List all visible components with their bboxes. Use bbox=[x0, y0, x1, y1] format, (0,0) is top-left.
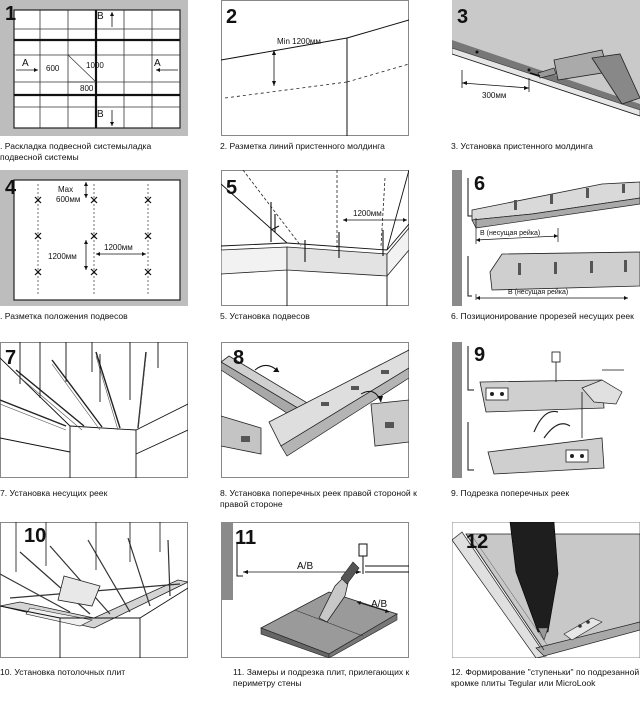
panel-12: 12 bbox=[452, 522, 640, 658]
step-number: 3 bbox=[457, 6, 469, 28]
caption-11: 11. Замеры и подрезка плит, прилегающих … bbox=[233, 667, 410, 688]
caption-1: . Раскладка подвесной системыладка подве… bbox=[0, 141, 152, 162]
step-number: 10 bbox=[24, 525, 47, 547]
step-number: 1 bbox=[5, 3, 17, 25]
step-number: 11 bbox=[235, 527, 257, 549]
ceiling-tile-installation-drawing bbox=[0, 522, 188, 658]
caption-9: 9. Подрезка поперечных реек bbox=[451, 488, 570, 498]
hanger-installation-drawing bbox=[221, 170, 409, 306]
step-number: 4 bbox=[5, 177, 17, 199]
step-number: 9 bbox=[474, 344, 486, 366]
tegular-edge-step-forming-drawing bbox=[452, 522, 640, 658]
label-max: Max bbox=[58, 185, 74, 194]
step-number: 5 bbox=[226, 177, 238, 199]
panel-5: 5 1200мм bbox=[221, 170, 409, 306]
caption-5: 5. Установка подвесов bbox=[220, 311, 310, 321]
cross-tee-trimming-drawing bbox=[452, 342, 640, 478]
panel-1: 1 A A B B 600 1000 800 bbox=[0, 0, 188, 136]
label-300: 300мм bbox=[482, 91, 507, 100]
label-1000: 1000 bbox=[86, 61, 104, 70]
wall-molding-line-marking-drawing bbox=[221, 0, 409, 136]
label-b-main-runner-1: В (несущая рейка) bbox=[480, 230, 541, 237]
label-1200: 1200мм bbox=[353, 209, 382, 218]
panel-2: 2 Min 1200мм bbox=[221, 0, 409, 136]
label-b-bottom: B bbox=[97, 109, 104, 120]
label-ab-1: A/B bbox=[297, 561, 314, 572]
caption-3: 3. Установка пристенного молдинга bbox=[451, 141, 593, 151]
main-runner-installation-drawing bbox=[0, 342, 188, 478]
panel-6: 6 В (несущая рейка) В (несущая рейка) bbox=[452, 170, 640, 306]
hanger-position-marking-drawing bbox=[0, 170, 188, 306]
cross-tee-installation-drawing bbox=[221, 342, 409, 478]
step-number: 2 bbox=[226, 6, 238, 28]
step-number: 7 bbox=[5, 347, 17, 369]
caption-12: 12. Формирование "ступеньки" по подрезан… bbox=[451, 667, 640, 688]
label-600: 600 bbox=[46, 64, 60, 73]
label-max-600: 600мм bbox=[56, 195, 81, 204]
panel-7: 7 bbox=[0, 342, 188, 478]
panel-9: 9 bbox=[452, 342, 640, 478]
caption-10: 10. Установка потолочных плит bbox=[0, 667, 126, 677]
label-a-left: A bbox=[22, 58, 29, 69]
panel-3: 3 300мм bbox=[452, 0, 640, 136]
panel-8: 8 bbox=[221, 342, 409, 478]
label-800: 800 bbox=[80, 84, 94, 93]
label-b-main-runner-2: В (несущая рейка) bbox=[508, 289, 569, 296]
panel-4: 4 Max 600мм 1200мм 1200мм bbox=[0, 170, 188, 306]
ceiling-grid-layout-drawing bbox=[0, 0, 188, 136]
label-a-right: A bbox=[154, 58, 161, 69]
label-h1200: 1200мм bbox=[104, 243, 133, 252]
panel-11: 11 A/B A/B bbox=[221, 522, 409, 658]
step-number: 12 bbox=[466, 531, 489, 553]
wall-molding-installation-drawing bbox=[452, 0, 640, 136]
caption-2: 2. Разметка линий пристенного молдинга bbox=[220, 141, 385, 151]
label-v1200: 1200мм bbox=[48, 252, 77, 261]
label-b-top: B bbox=[97, 11, 104, 22]
label-ab-2: A/B bbox=[371, 599, 388, 610]
caption-6: 6. Позиционирование прорезей несущих рее… bbox=[451, 311, 634, 321]
tile-measure-and-cut-drawing bbox=[221, 522, 409, 658]
label-min-1200: Min 1200мм bbox=[277, 37, 321, 46]
panel-10: 10 bbox=[0, 522, 188, 658]
step-number: 8 bbox=[233, 347, 245, 369]
caption-4: . Разметка положения подвесов bbox=[0, 311, 128, 321]
caption-7: 7. Установка несущих реек bbox=[0, 488, 108, 498]
step-number: 6 bbox=[474, 173, 486, 195]
drill-tool bbox=[529, 49, 640, 105]
main-runner-slot-positioning-drawing bbox=[452, 170, 640, 306]
caption-8: 8. Установка поперечных реек правой стор… bbox=[220, 488, 417, 509]
